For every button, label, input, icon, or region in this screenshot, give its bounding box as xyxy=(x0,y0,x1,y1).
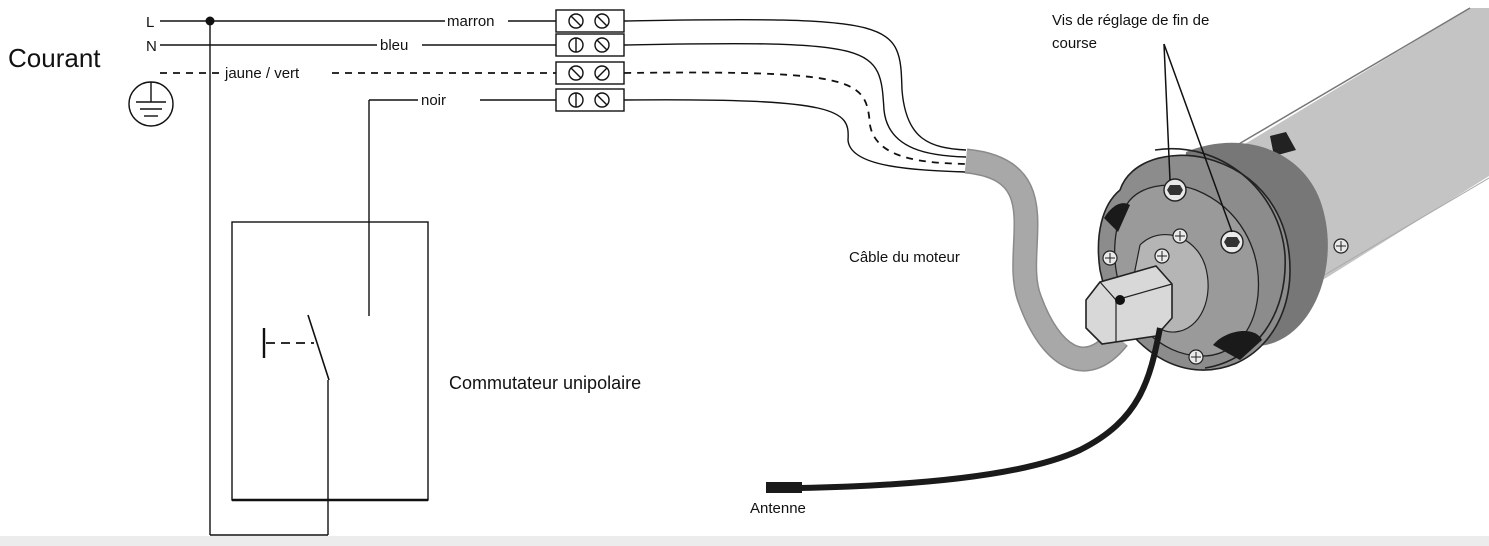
neutral-label: N xyxy=(146,38,157,55)
antenna-tip xyxy=(766,482,802,493)
limit-screws-label-line2: course xyxy=(1052,35,1097,52)
line-label: L xyxy=(146,14,154,31)
head-notch xyxy=(1213,330,1262,360)
antenna-label: Antenne xyxy=(750,500,806,517)
bottom-band xyxy=(0,536,1489,546)
power-title: Courant xyxy=(8,43,101,73)
single-pole-switch xyxy=(231,221,429,502)
wire-label-black: noir xyxy=(421,92,446,109)
drive-shaft xyxy=(1085,265,1173,345)
wire-label-brown: marron xyxy=(447,13,495,30)
wire-label-earth: jaune / vert xyxy=(224,65,300,82)
switch-label: Commutateur unipolaire xyxy=(449,373,641,393)
switch-box xyxy=(231,221,429,501)
terminal-block xyxy=(555,9,625,112)
wire-label-blue: bleu xyxy=(380,37,408,54)
screw-icon xyxy=(568,13,610,108)
motor-leads xyxy=(623,18,967,173)
switch-wiring xyxy=(209,21,370,536)
ground-symbol-icon xyxy=(128,81,174,127)
limit-screw-icon xyxy=(1163,178,1244,254)
wire-brown xyxy=(160,16,556,26)
antenna-cable xyxy=(799,327,1163,491)
head-notch xyxy=(1104,203,1130,232)
motor-cable xyxy=(964,150,1127,370)
switch-lever xyxy=(307,314,330,381)
limit-screw-pointers xyxy=(1163,43,1233,233)
motor-cable-label: Câble du moteur xyxy=(849,249,960,266)
motor-head xyxy=(1085,142,1349,371)
cross-screw-icon xyxy=(1102,228,1349,365)
limit-screws-label-line1: Vis de réglage de fin de xyxy=(1052,12,1209,29)
